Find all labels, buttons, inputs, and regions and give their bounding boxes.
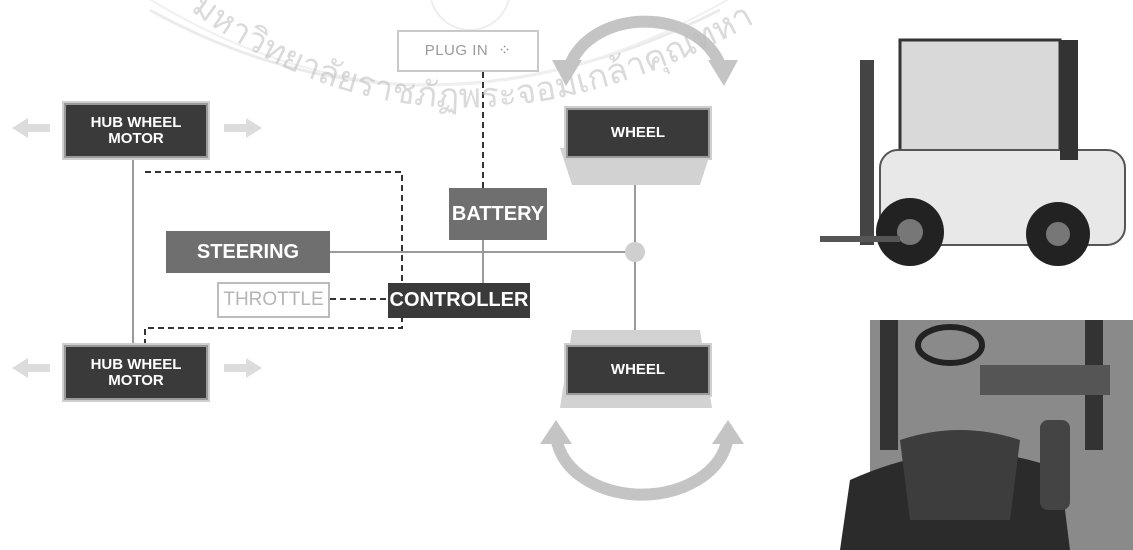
hub-wheel-motor-bottom-label: HUB WHEEL MOTOR (91, 357, 182, 389)
controller-label: CONTROLLER (390, 290, 529, 311)
battery-node: BATTERY (449, 188, 547, 240)
controller-node: CONTROLLER (388, 283, 530, 318)
plug-in-node: PLUG IN ⁘ (397, 30, 539, 72)
plug-in-label: PLUG IN (425, 43, 489, 59)
hub-wheel-motor-top-node: HUB WHEEL MOTOR (64, 103, 208, 158)
hub-wheel-motor-top-label: HUB WHEEL MOTOR (91, 115, 182, 147)
left-arrow-bottom (12, 358, 50, 378)
steering-label: STEERING (197, 242, 299, 263)
battery-label: BATTERY (452, 204, 544, 225)
throttle-label: THROTTLE (223, 290, 323, 310)
cab-photo (840, 320, 1133, 550)
right-arrow-bottom (224, 358, 262, 378)
left-arrow-top (12, 118, 50, 138)
wheel-bottom-node: WHEEL (566, 345, 710, 395)
plug-icon: ⁘ (498, 43, 511, 59)
hub-wheel-motor-bottom-node: HUB WHEEL MOTOR (64, 345, 208, 400)
top-rotation-arc (568, 22, 722, 72)
wheel-top-node: WHEEL (566, 108, 710, 158)
bottom-motor-to-controller (145, 316, 402, 345)
bottom-rotation-arc (556, 432, 728, 495)
forklift-photo (820, 40, 1125, 266)
wheel-bottom-label: WHEEL (611, 362, 665, 378)
right-arrow-top (224, 118, 262, 138)
wheel-top-label: WHEEL (611, 125, 665, 141)
throttle-node: THROTTLE (217, 282, 330, 318)
steering-joint (625, 242, 645, 262)
steering-node: STEERING (166, 231, 330, 273)
